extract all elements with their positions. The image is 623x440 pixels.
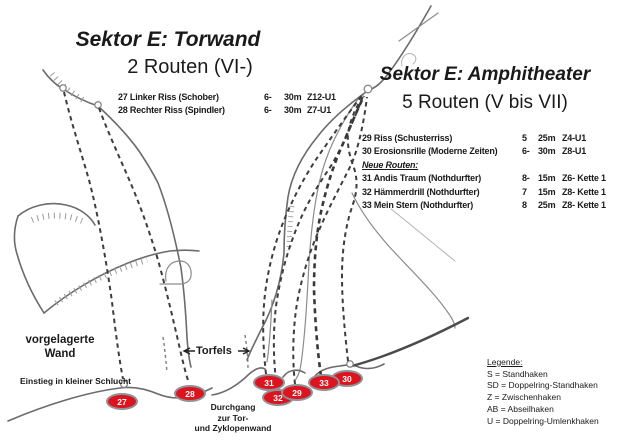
route-grade: 8 <box>522 200 527 211</box>
amphitheater-subtitle: 5 Routen (V bis VII) <box>402 92 568 113</box>
route-length: 30m <box>284 92 302 102</box>
route-marker-28: 28 <box>174 385 206 402</box>
torwand-route-list: 27 Linker Riss (Schober) 6- 30m Z12-U1 2… <box>118 91 367 118</box>
torfels-label: Torfels <box>196 345 232 357</box>
route-grade: 8- <box>522 173 530 184</box>
route-marker-33: 33 <box>308 374 340 391</box>
torwand-rock <box>7 69 249 422</box>
route-grade: 6- <box>264 92 272 102</box>
torwand-subtitle: 2 Routen (VI-) <box>127 56 253 78</box>
route-length: 30m <box>538 146 556 157</box>
route-row: 33 Mein Stern (Nothdurfter) 8 25m Z8- Ke… <box>362 199 623 212</box>
route-marker-31: 31 <box>253 374 285 391</box>
route-name: 32 Hämmerdrill (Nothdurfter) <box>362 186 480 197</box>
torfels-arrows <box>182 347 251 355</box>
route-marker-27: 27 <box>106 393 138 410</box>
torfels-right-arrow <box>238 347 251 355</box>
legend: Legende: S = Standhaken SD = Doppelring-… <box>487 357 599 427</box>
route-33-line <box>312 95 366 377</box>
route-gear: Z7-U1 <box>307 105 332 116</box>
route-row: 29 Riss (Schusterriss) 5 25m Z4-U1 <box>362 132 623 145</box>
route-length: 15m <box>538 186 556 197</box>
torfels-left-arrow <box>182 347 195 355</box>
route-row: 30 Erosionsrille (Moderne Zeiten) 6- 30m… <box>362 145 623 158</box>
amphitheater-title: Sektor E: Amphitheater <box>379 64 591 85</box>
amphitheater-route-list: 29 Riss (Schusterriss) 5 25m Z4-U1 30 Er… <box>362 132 623 212</box>
legend-item: AB = Abseilhaken <box>487 403 554 414</box>
legend-item: SD = Doppelring-Standhaken <box>487 380 598 391</box>
route-name: 31 Andis Traum (Nothdurfter) <box>362 173 482 184</box>
route-row: 27 Linker Riss (Schober) 6- 30m Z12-U1 <box>118 91 367 104</box>
torwand-routes <box>63 91 190 384</box>
route-28-line <box>98 107 190 384</box>
route-length: 15m <box>538 173 556 184</box>
route-gear: Z8- Kette 1 <box>562 200 606 211</box>
amphitheater-rock <box>211 5 470 396</box>
route-31-line <box>262 93 364 375</box>
durchgang-line-1: Durchgang <box>210 402 256 412</box>
route-grade: 5 <box>522 133 527 143</box>
route-name: 27 Linker Riss (Schober) <box>118 92 219 102</box>
durchgang-line-2: zur Tor- <box>217 412 249 423</box>
route-marker-29: 29 <box>281 384 313 401</box>
route-gear: Z4-U1 <box>562 133 587 143</box>
route-grade: 7 <box>522 186 527 197</box>
durchgang-line-3: und Zyklopenwand <box>194 423 272 433</box>
torwand-title: Sektor E: Torwand <box>75 28 261 51</box>
legend-item: S = Standhaken <box>487 368 548 379</box>
route-length: 30m <box>284 105 302 116</box>
route-name: 33 Mein Stern (Nothdurfter) <box>362 200 474 211</box>
route-row: 28 Rechter Riss (Spindler) 6- 30m Z7-U1 <box>118 104 367 117</box>
route-row: 31 Andis Traum (Nothdurfter) 8- 15m Z6- … <box>362 172 623 185</box>
route-name: 30 Erosionsrille (Moderne Zeiten) <box>362 146 498 157</box>
route-gear: Z8-U1 <box>562 146 587 157</box>
route-27-line <box>63 91 124 380</box>
route-gear: Z8- Kette 1 <box>562 186 606 197</box>
route-30-line <box>340 96 364 362</box>
legend-heading: Legende: <box>487 357 523 367</box>
legend-item: Z = Zwischenhaken <box>487 392 561 403</box>
route-grade: 6- <box>264 105 272 116</box>
route-row: 32 Hämmerdrill (Nothdurfter) 7 15m Z8- K… <box>362 186 623 199</box>
vorgelagerte-wand-label: vorgelagerte Wand <box>25 334 95 360</box>
route-length: 25m <box>538 200 556 211</box>
amphitheater-routes <box>262 93 368 390</box>
route-name: 28 Rechter Riss (Spindler) <box>118 105 225 116</box>
legend-item: U = Doppelring-Umlenkhaken <box>487 415 599 426</box>
einstieg-label: Einstieg in kleiner Schlucht <box>20 376 131 386</box>
route-length: 25m <box>538 133 556 143</box>
route-29-line <box>292 96 368 385</box>
durchgang-label: Durchgang zur Tor- und Zyklopenwand <box>180 402 286 434</box>
route-name: 29 Riss (Schusterriss) <box>362 133 453 143</box>
route-grade: 6- <box>522 146 530 157</box>
route-gear: Z6- Kette 1 <box>562 173 606 184</box>
route-gear: Z12-U1 <box>307 92 336 102</box>
new-routes-heading: Neue Routen: <box>362 159 419 170</box>
